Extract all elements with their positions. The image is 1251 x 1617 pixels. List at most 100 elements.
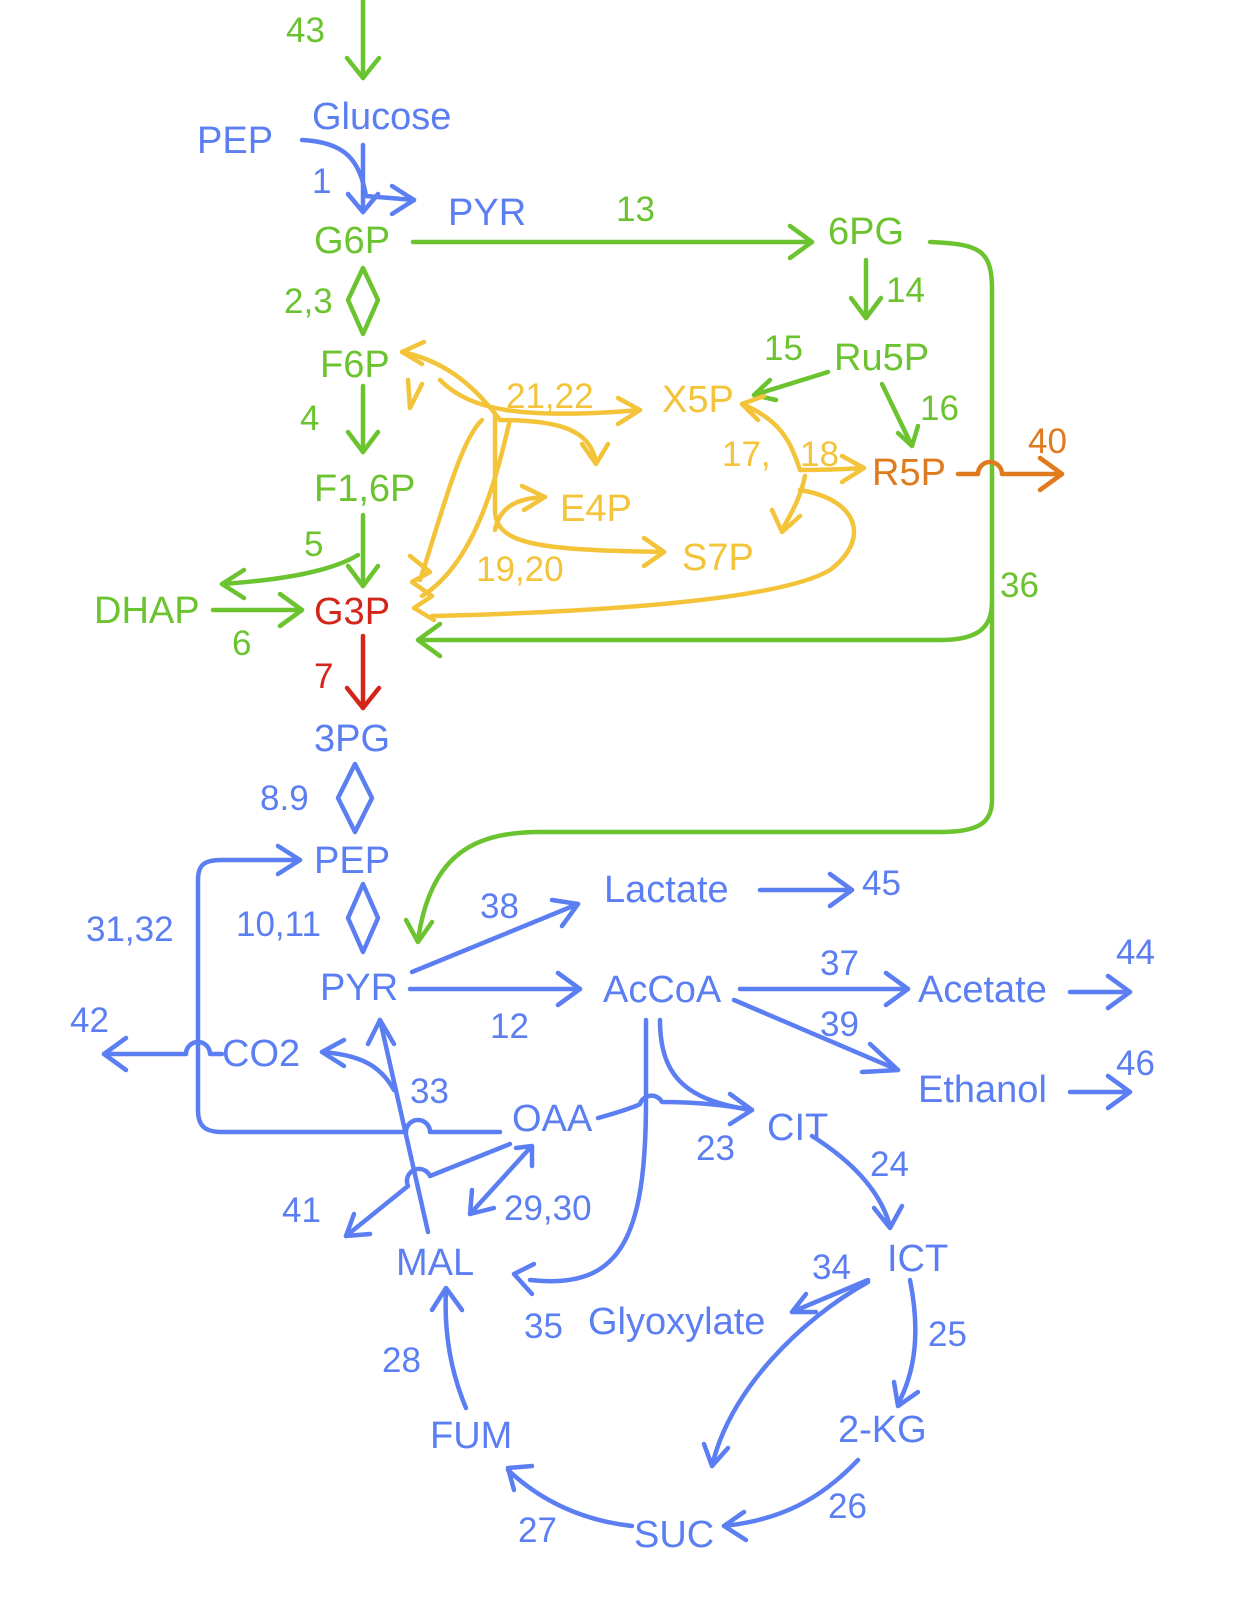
arrowhead-39 (859, 1041, 901, 1075)
arrow-16 (879, 381, 915, 449)
r5p-output (955, 455, 1065, 493)
reaction-number-labels: 43 1 13 2,3 14 15 16 21,22 4 17, 18 40 5… (70, 11, 1155, 1550)
arrow-21-22-g3p (419, 417, 513, 599)
arrow-24 (809, 1133, 893, 1229)
arrowhead-33-pyr (365, 1017, 397, 1047)
label-glyoxylate: Glyoxylate (588, 1301, 765, 1343)
arrowhead-44 (1105, 973, 1133, 1011)
arrowhead-45 (827, 871, 855, 909)
arrowhead-41 (343, 1211, 373, 1239)
reaction-24: 24 (870, 1145, 909, 1184)
arrowhead-36-pyr (403, 917, 435, 945)
ppp-nonoxidative-arrows (399, 339, 867, 623)
reaction-8-9: 8.9 (260, 779, 309, 818)
arrow-36 (415, 239, 995, 643)
label-pep: PEP (314, 840, 390, 882)
arrow-25 (895, 1277, 918, 1407)
reaction-41: 41 (282, 1191, 321, 1230)
label-mal: MAL (396, 1242, 474, 1284)
arrowhead-21-22-e4p (579, 441, 611, 467)
label-suc: SUC (634, 1514, 714, 1556)
reaction-10-11: 10,11 (236, 905, 321, 944)
arrowhead-38 (549, 897, 581, 929)
arrowhead-19-20-e4p (519, 483, 548, 513)
reaction-25: 25 (928, 1315, 967, 1354)
arrow-19-20-e4p (492, 494, 548, 533)
arrow-33-pyr (377, 1017, 431, 1235)
arrow-42 (101, 1039, 225, 1057)
reaction-31-32: 31,32 (86, 910, 174, 949)
label-fum: FUM (430, 1415, 512, 1457)
label-lactate: Lactate (604, 869, 729, 911)
arrow-33-co2 (319, 1049, 397, 1093)
upper-glycolysis-arrows (210, 0, 995, 945)
arrow-28 (443, 1287, 469, 1411)
arrow-34 (789, 1277, 871, 1315)
label-g3p: G3P (314, 591, 390, 633)
arrowhead-g3p-zigzag (407, 553, 437, 623)
label-f16p: F1,6P (314, 468, 415, 510)
reaction-15: 15 (764, 329, 803, 368)
arrowhead-7 (344, 685, 382, 711)
reaction-18: 18 (800, 435, 839, 474)
reaction-14: 14 (886, 271, 925, 310)
arrowhead-16 (895, 423, 921, 449)
reaction-16: 16 (920, 389, 959, 428)
arrowhead-1-glucose (345, 191, 381, 215)
arrow-31-32 (195, 857, 503, 1135)
arrowhead-28 (429, 1285, 465, 1313)
arrowhead-17-18-x5p (739, 393, 767, 423)
arrow-38 (409, 901, 581, 975)
arrowhead-12 (555, 970, 583, 1008)
metabolite-labels: Glucose PEP PYR G6P F6P F1,6P DHAP G3P 3… (94, 96, 1047, 1556)
label-pyr: PYR (320, 967, 398, 1009)
label-cit: CIT (767, 1107, 828, 1149)
reaction-2-3: 2,3 (284, 282, 333, 321)
arrowhead-29-30-mal (467, 1187, 497, 1217)
arrow-19-20-g3p (417, 417, 485, 583)
reaction-33: 33 (410, 1072, 449, 1111)
arrowhead-17-18-s7p (769, 507, 803, 535)
arrowhead-19-20-s7p (641, 535, 667, 569)
arrowhead-36-g3p (415, 621, 443, 659)
reaction-13: 13 (616, 190, 655, 229)
label-dhap: DHAP (94, 590, 200, 632)
label-glucose: Glucose (312, 96, 451, 138)
reaction-12: 12 (490, 1007, 529, 1046)
label-f6p: F6P (320, 344, 390, 386)
arrowhead-29-30-oaa (513, 1143, 535, 1169)
arrow-5-dhap (219, 552, 361, 587)
reaction-26: 26 (828, 1487, 867, 1526)
arrowhead-40 (1037, 455, 1065, 493)
reaction-36: 36 (1000, 566, 1039, 605)
reaction-46: 46 (1116, 1044, 1155, 1083)
arrowhead-4 (345, 429, 381, 455)
arrowhead-35 (511, 1261, 537, 1297)
reaction-29-30: 29,30 (504, 1189, 592, 1228)
arrow-17-18-r5p (797, 465, 867, 473)
label-6pg: 6PG (828, 211, 904, 253)
arrowhead-13 (787, 223, 815, 261)
arrowhead-23 (727, 1091, 755, 1127)
reaction-45: 45 (862, 864, 901, 903)
reaction-34: 34 (812, 1248, 851, 1287)
arrowhead-43 (344, 55, 382, 81)
arrow-27 (505, 1467, 635, 1529)
label-co2: CO2 (222, 1033, 300, 1075)
arrowhead-1-pyr (389, 183, 417, 217)
arrowhead-42 (101, 1035, 129, 1073)
label-s7p: S7P (682, 537, 754, 579)
arrowhead-6 (277, 591, 305, 629)
label-acetate: Acetate (918, 969, 1047, 1011)
label-g6p: G6P (314, 220, 390, 262)
arrow-26 (721, 1457, 861, 1529)
label-3pg: 3PG (314, 718, 390, 760)
reaction-43: 43 (286, 11, 325, 50)
reaction-21-22: 21,22 (506, 377, 594, 416)
label-e4p: E4P (560, 488, 632, 530)
label-ru5p: Ru5P (834, 337, 929, 379)
label-ict: ICT (887, 1238, 948, 1280)
arrow-21-22-e4p (497, 417, 599, 465)
arrow-15 (751, 369, 831, 398)
